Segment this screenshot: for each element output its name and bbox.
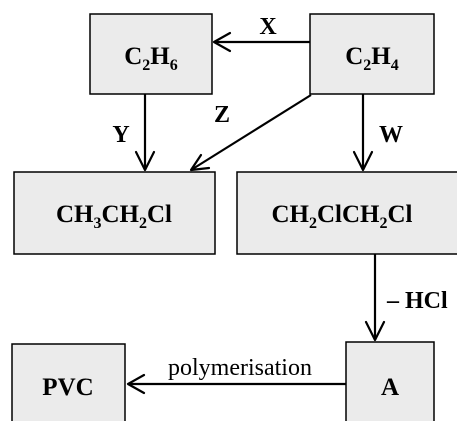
arrow-polymerisation: polymerisation [126, 355, 346, 395]
arrow-w: W [352, 94, 403, 172]
formula-segment: CH [272, 201, 310, 228]
node-c2h6: C2H6 [89, 13, 213, 95]
node-a-label: A [381, 374, 399, 401]
formula-segment: C [124, 43, 142, 70]
formula-subscript: 2 [309, 215, 317, 232]
node-pvc: PVC [11, 343, 126, 421]
node-pvc-label: PVC [42, 374, 93, 401]
formula-subscript: 2 [139, 215, 147, 232]
node-chloroethane-formula: CH3CH2Cl [56, 201, 172, 232]
formula-subscript: 2 [380, 215, 388, 232]
formula-segment: C [345, 43, 363, 70]
node-c2h6-formula: C2H6 [124, 43, 178, 74]
formula-subscript: 3 [94, 215, 102, 232]
formula-subscript: 6 [170, 57, 178, 74]
formula-segment: CH [56, 201, 94, 228]
node-c2h4: C2H4 [309, 13, 435, 95]
node-c2h4-formula: C2H4 [345, 43, 399, 74]
arrow-w-label: W [379, 122, 403, 148]
formula-subscript: 2 [142, 57, 150, 74]
formula-subscript: 2 [363, 57, 371, 74]
node-chloroethane: CH3CH2Cl [13, 171, 216, 255]
node-dichloroethane-formula: CH2ClCH2Cl [272, 201, 413, 232]
arrow-z: Z [189, 94, 312, 172]
arrow-x: X [212, 14, 310, 53]
formula-segment: ClCH [317, 201, 380, 228]
node-a: A [345, 341, 435, 421]
arrow-polymerisation-label: polymerisation [168, 355, 312, 381]
arrow-hcl: – HCl [364, 254, 448, 342]
formula-segment: Cl [147, 201, 172, 228]
formula-subscript: 4 [391, 57, 399, 74]
arrow-x-label: X [259, 14, 277, 40]
arrow-z-label: Z [214, 102, 230, 128]
node-dichloroethane: CH2ClCH2Cl [236, 171, 457, 255]
arrow-y: Y [112, 94, 156, 172]
formula-segment: H [150, 43, 170, 70]
formula-segment: CH [102, 201, 140, 228]
arrow-y-label: Y [112, 122, 129, 148]
formula-segment: H [371, 43, 391, 70]
arrow-hcl-label: – HCl [386, 288, 448, 314]
formula-segment: Cl [388, 201, 413, 228]
